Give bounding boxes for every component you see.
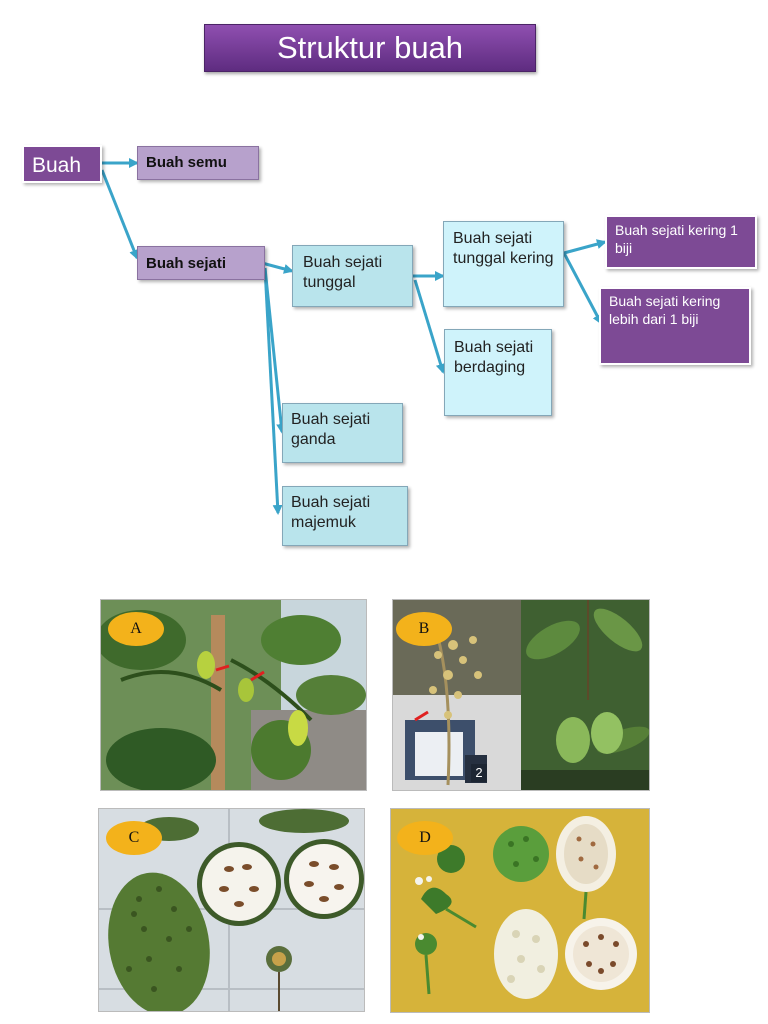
- photo-a-label: A: [108, 612, 164, 646]
- box-sejati-tunggal-kering: Buah sejati tunggal kering: [443, 221, 564, 307]
- box-buah: Buah: [22, 145, 102, 183]
- box-kering-1-biji: Buah sejati kering 1 biji: [605, 215, 757, 269]
- slide-title: Struktur buah: [204, 24, 536, 72]
- photo-c: C: [98, 808, 365, 1012]
- box-sejati-majemuk: Buah sejati majemuk: [282, 486, 408, 546]
- box-sejati-berdaging: Buah sejati berdaging: [444, 329, 552, 416]
- box-sejati-ganda: Buah sejati ganda: [282, 403, 403, 463]
- arrow-kering-lebih: [562, 252, 603, 325]
- photo-b: B 2: [392, 599, 650, 791]
- photo-b-tag: 2: [471, 764, 487, 782]
- photo-a: A: [100, 599, 367, 791]
- photo-d: D: [390, 808, 650, 1013]
- arrow-majemuk: [263, 267, 283, 515]
- photo-b-label: B: [396, 612, 452, 646]
- photo-d-illustration: [391, 809, 649, 1012]
- arrow-tunggal: [261, 261, 294, 274]
- box-kering-lebih-dari-1-biji: Buah sejati kering lebih dari 1 biji: [599, 287, 751, 365]
- arrow-buah-sejati: [100, 169, 139, 260]
- arrow-kering-1-biji: [563, 239, 607, 255]
- box-buah-sejati: Buah sejati: [137, 246, 265, 280]
- diagram-connectors: [100, 158, 607, 515]
- box-sejati-tunggal: Buah sejati tunggal: [292, 245, 413, 307]
- photo-c-label: C: [106, 821, 162, 855]
- photo-d-label: D: [397, 821, 453, 855]
- box-buah-semu: Buah semu: [137, 146, 259, 180]
- arrow-berdaging: [413, 279, 446, 374]
